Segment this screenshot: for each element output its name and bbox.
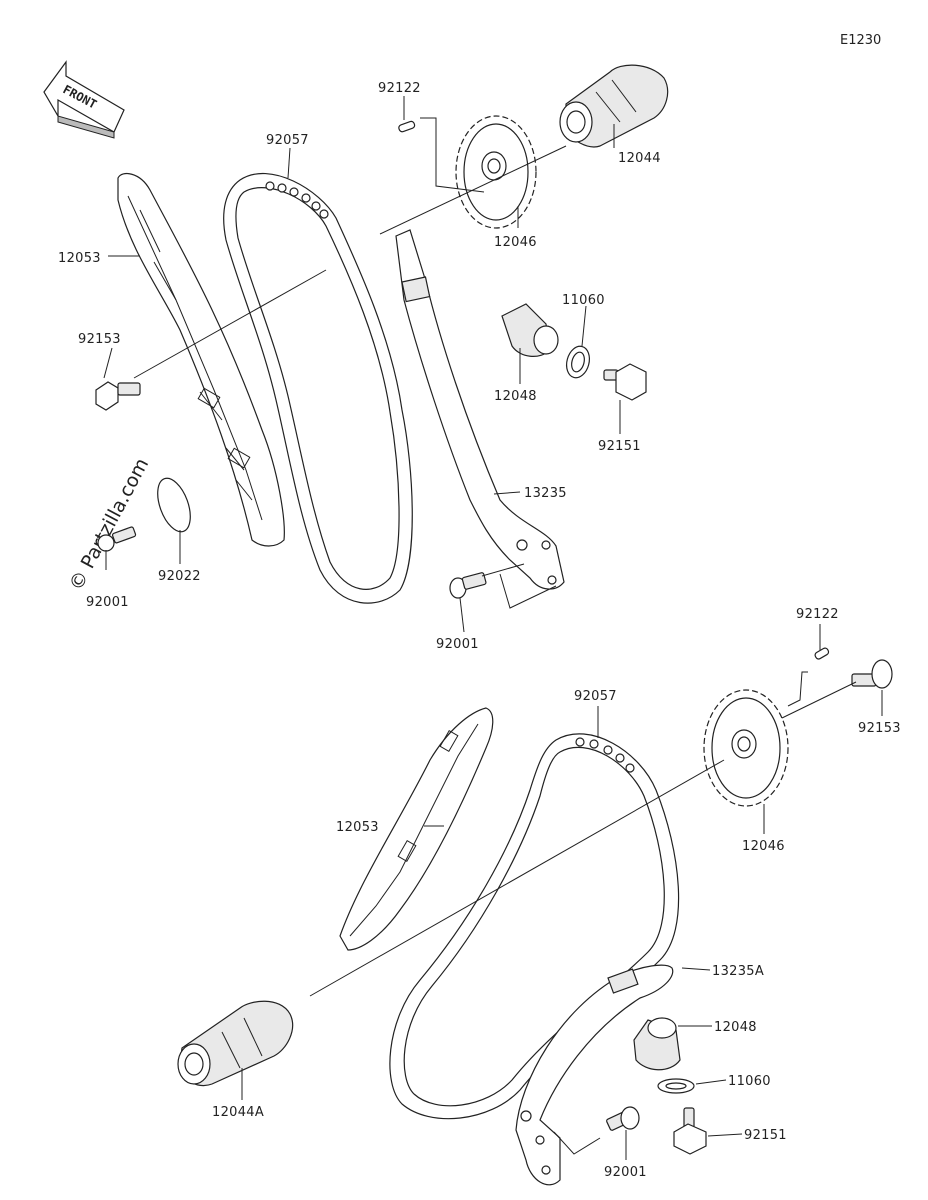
label-12044: 12044 [618, 151, 661, 166]
label-92153-bottom: 92153 [858, 721, 901, 736]
label-92057-top: 92057 [266, 133, 309, 148]
label-12046-top: 12046 [494, 235, 537, 250]
label-92151-bottom: 92151 [744, 1128, 787, 1143]
label-13235: 13235 [524, 486, 567, 501]
bolt-92001-mid [449, 572, 487, 599]
label-11060-top: 11060 [562, 293, 605, 308]
chain-guide-12053-top [117, 172, 285, 547]
label-12046-bottom: 12046 [742, 839, 785, 854]
label-12048-bottom: 12048 [714, 1020, 757, 1035]
bolt-92151-top [603, 363, 647, 401]
front-arrow-icon: FRONT [43, 60, 125, 139]
tensioner-12048-bottom [633, 1017, 681, 1071]
bolt-92153-bottom [851, 659, 893, 689]
gasket-11060-bottom [657, 1078, 695, 1094]
label-92122-bottom: 92122 [796, 607, 839, 622]
label-92151-top: 92151 [598, 439, 641, 454]
camshaft-12044 [559, 64, 669, 148]
label-12048-top: 12048 [494, 389, 537, 404]
label-92122-top: 92122 [378, 81, 421, 96]
label-92001-bottom: 92001 [604, 1165, 647, 1180]
washer-92022 [157, 477, 191, 533]
leader-lines [103, 96, 883, 1160]
chain-guide-12053-bottom [339, 707, 494, 951]
label-92057-bottom: 92057 [574, 689, 617, 704]
cam-sprocket-12046-top [455, 115, 537, 229]
label-12053-top: 12053 [58, 251, 101, 266]
label-13235A: 13235A [712, 964, 764, 979]
tensioner-guide-13235 [395, 229, 565, 590]
cam-chain-92057-top [223, 172, 413, 604]
camshaft-12044A [177, 1000, 294, 1087]
cam-chain-92057-bottom [389, 733, 680, 1120]
label-12053-bottom: 12053 [336, 820, 379, 835]
bolt-92001-bottom [606, 1106, 640, 1131]
label-12044A: 12044A [212, 1105, 264, 1120]
tensioner-12048-top [501, 303, 559, 357]
cam-sprocket-12046-bottom [703, 689, 789, 807]
diagram-code: E1230 [840, 33, 881, 48]
label-92022: 92022 [158, 569, 201, 584]
tensioner-guide-13235A [515, 964, 674, 1186]
pin-92122-top [398, 120, 416, 133]
label-11060-bottom: 11060 [728, 1074, 771, 1089]
bolt-92151-bottom [673, 1107, 707, 1155]
label-92153-top: 92153 [78, 332, 121, 347]
bolt-92153-top [95, 381, 141, 411]
gasket-11060-top [565, 345, 591, 379]
watermark: © Partzilla.com [65, 455, 153, 595]
pin-92122-bottom [814, 647, 830, 660]
label-92001-left: 92001 [86, 595, 129, 610]
label-92001-mid: 92001 [436, 637, 479, 652]
